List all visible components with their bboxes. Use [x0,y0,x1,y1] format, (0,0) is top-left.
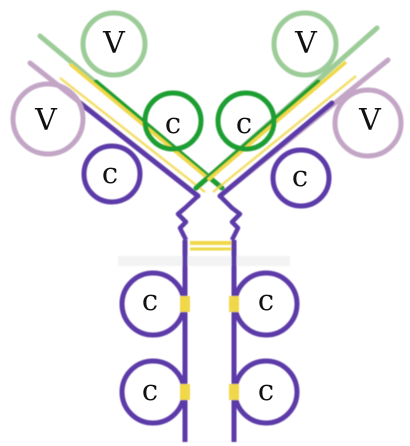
right-heavy-v-label: V [358,103,382,138]
left-fc-c2-label: c [142,283,158,317]
left-heavy-c1-domain [81,143,143,205]
right-light-c-domain [215,90,277,152]
right-heavy-v-domain [332,87,404,159]
right-fc-c2-label: c [258,283,274,317]
left-hinge [175,194,200,242]
right-arm-disulfide-strand-2 [212,75,357,193]
left-light-v-label: V [102,26,126,61]
left-heavy-v-label: V [34,103,58,138]
left-c2-bond [180,296,190,312]
right-hinge [218,194,243,242]
right-light-v-label: V [294,26,318,61]
left-fc-c3-label: c [142,373,158,407]
right-c3-bond [229,384,239,400]
left-heavy-c1-label: c [102,156,118,190]
right-light-chain-inner [193,79,321,191]
left-arm-disulfide-strand-2 [59,77,206,193]
left-heavy-chain-inner [77,100,201,199]
left-light-c-domain [142,90,204,152]
right-arm-disulfide-strand [206,60,348,182]
hinge-shadow [118,256,290,266]
left-light-c-label: c [165,106,181,140]
left-light-v-domain [80,10,148,78]
left-arm-disulfide-strand [68,62,212,182]
left-c3-bond [180,384,190,400]
right-heavy-c1-label: c [292,159,308,193]
right-heavy-chain-inner [217,100,335,199]
right-light-v-domain [271,10,339,78]
right-light-c-label: c [236,106,252,140]
left-heavy-v-domain [10,81,86,157]
right-fc-c3-label: c [258,373,274,407]
right-heavy-c1-domain [270,147,332,209]
right-c2-bond [229,296,239,312]
